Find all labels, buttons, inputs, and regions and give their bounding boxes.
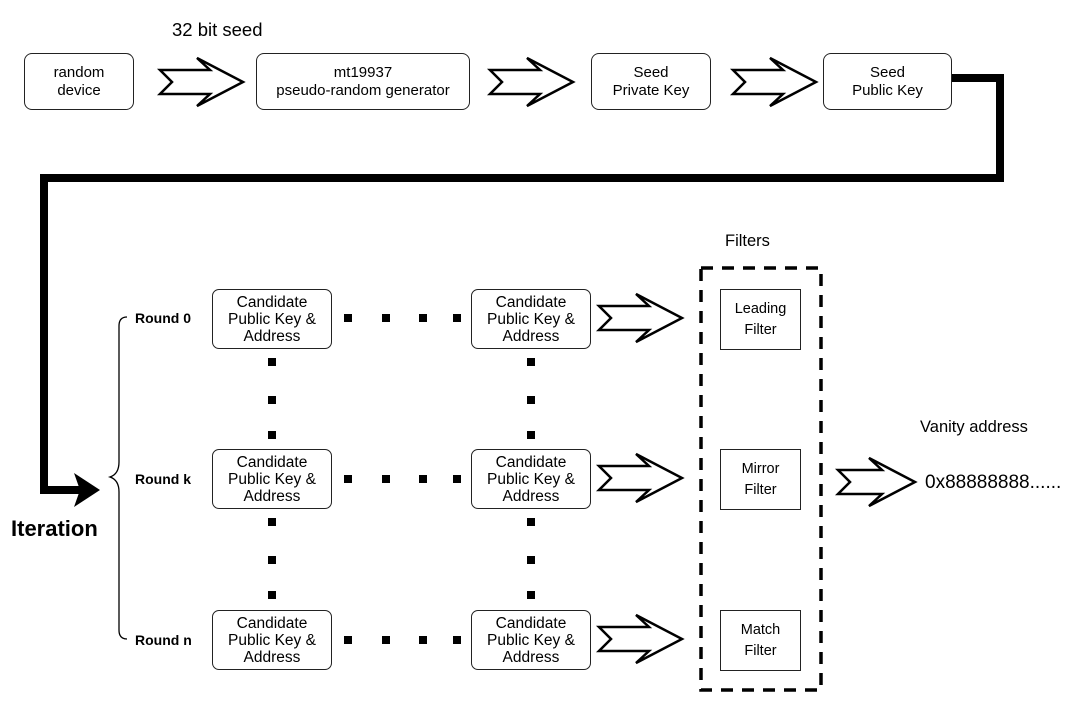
arrow-to-match-filter-icon (595, 613, 685, 665)
dot (453, 314, 461, 322)
candidate-box: Candidate Public Key & Address (471, 610, 591, 670)
seed-public-key-label: Seed Public Key (852, 63, 923, 99)
round-0-label: Round 0 (135, 310, 191, 326)
match-filter-label: Match Filter (740, 621, 781, 659)
dot (527, 518, 535, 526)
candidate-label: Candidate Public Key & Address (228, 453, 316, 505)
match-filter-box: Match Filter (720, 610, 801, 671)
dot (268, 431, 276, 439)
horizontal-dot-rows (344, 314, 461, 644)
arrow-private-key-to-public-key-icon (729, 56, 819, 108)
dot (527, 358, 535, 366)
rounds-brace (107, 316, 128, 640)
dot (268, 591, 276, 599)
iteration-arrowhead-icon (74, 473, 100, 507)
arrow-to-vanity-address-icon (834, 456, 918, 508)
vanity-address-title: Vanity address (920, 418, 1028, 436)
candidate-label: Candidate Public Key & Address (228, 614, 316, 666)
candidate-box: Candidate Public Key & Address (212, 289, 332, 349)
arrow-device-to-generator-icon (156, 56, 246, 108)
dot (419, 475, 427, 483)
candidate-label: Candidate Public Key & Address (228, 293, 316, 345)
candidate-box: Candidate Public Key & Address (471, 449, 591, 509)
dot (419, 636, 427, 644)
dot (268, 518, 276, 526)
seed-public-key-box: Seed Public Key (823, 53, 952, 110)
random-device-box: random device (24, 53, 134, 110)
public-key-to-iteration-connector (40, 74, 1004, 494)
mirror-filter-label: Mirror Filter (741, 460, 780, 498)
seed-private-key-box: Seed Private Key (591, 53, 711, 110)
candidate-label: Candidate Public Key & Address (487, 614, 575, 666)
seed-private-key-label: Seed Private Key (612, 63, 690, 99)
candidate-box: Candidate Public Key & Address (212, 610, 332, 670)
dot (453, 475, 461, 483)
dot (527, 591, 535, 599)
dot (382, 314, 390, 322)
arrow-to-mirror-filter-icon (595, 452, 685, 504)
arrow-generator-to-private-key-icon (486, 56, 576, 108)
iteration-label: Iteration (11, 516, 98, 541)
candidate-box: Candidate Public Key & Address (471, 289, 591, 349)
filters-title: Filters (725, 232, 770, 250)
dot (268, 396, 276, 404)
candidate-label: Candidate Public Key & Address (487, 293, 575, 345)
vertical-dot-columns (268, 358, 535, 599)
leading-filter-box: Leading Filter (720, 289, 801, 350)
dot (344, 636, 352, 644)
generator-box: mt19937 pseudo-random generator (256, 53, 470, 110)
dot (527, 396, 535, 404)
round-k-label: Round k (135, 471, 191, 487)
seed-label: 32 bit seed (172, 19, 263, 40)
round-n-label: Round n (135, 632, 192, 648)
dot (527, 431, 535, 439)
candidate-box: Candidate Public Key & Address (212, 449, 332, 509)
dot (527, 556, 535, 564)
leading-filter-label: Leading Filter (734, 300, 787, 338)
candidate-label: Candidate Public Key & Address (487, 453, 575, 505)
random-device-label: random device (53, 63, 105, 99)
vanity-address-value: 0x88888888...... (925, 472, 1062, 493)
dot (453, 636, 461, 644)
dot (382, 475, 390, 483)
filters-container (699, 266, 823, 692)
dot (344, 314, 352, 322)
dot (268, 358, 276, 366)
dot (382, 636, 390, 644)
generator-label: mt19937 pseudo-random generator (276, 63, 450, 99)
mirror-filter-box: Mirror Filter (720, 449, 801, 510)
arrow-to-leading-filter-icon (595, 292, 685, 344)
dot (268, 556, 276, 564)
dot (419, 314, 427, 322)
dot (344, 475, 352, 483)
